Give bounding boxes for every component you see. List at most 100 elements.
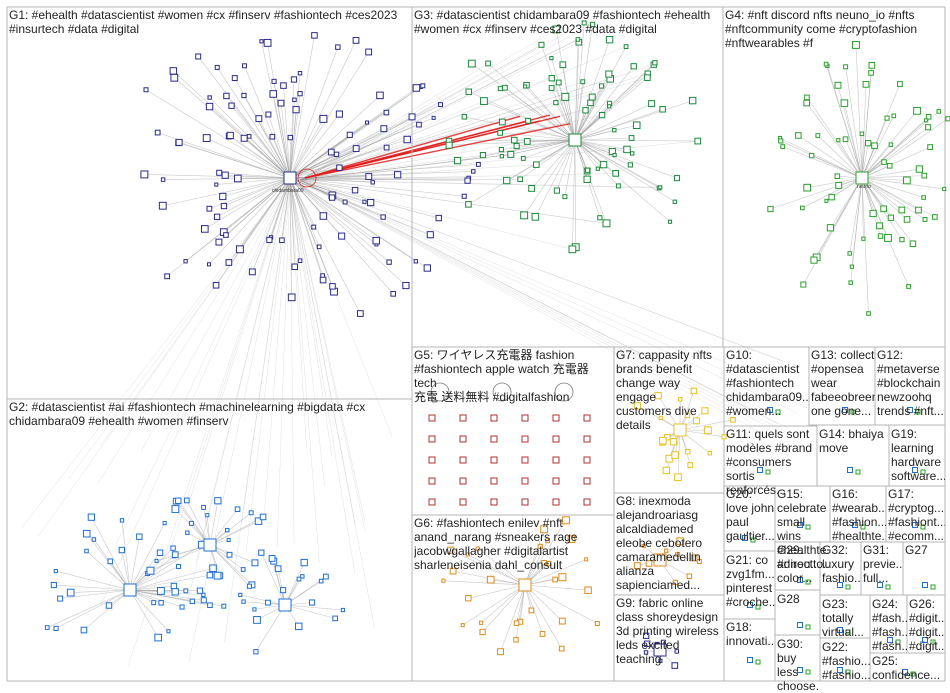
g4-node: [904, 217, 910, 223]
g2-node: [85, 549, 89, 553]
small-group-node: [798, 623, 803, 628]
g4-node: [835, 174, 840, 179]
g1-node: [288, 294, 295, 301]
g6-node: [476, 547, 479, 550]
g1-node: [436, 215, 441, 220]
g4-node: [933, 215, 938, 220]
g3-node: [462, 115, 466, 119]
g1-node: [298, 71, 301, 74]
g1-node: [424, 265, 430, 271]
g6-node: [538, 544, 542, 548]
g1-node: [298, 259, 302, 263]
g1-node: [229, 103, 234, 108]
small-group-node: [751, 538, 755, 542]
g2-node: [137, 534, 142, 539]
g1-node: [141, 171, 148, 178]
g4-node: [841, 100, 848, 107]
g6-spoke: [525, 585, 588, 590]
g2-node: [51, 582, 56, 587]
g7-hub: [674, 424, 686, 436]
g1-node: [347, 132, 352, 137]
g2-node: [242, 600, 245, 603]
g6-node: [487, 576, 494, 583]
g5-node: [491, 478, 497, 484]
g3-node: [660, 107, 665, 112]
g6-node: [442, 579, 445, 582]
g9-node: [644, 633, 649, 638]
g9-hub: [654, 644, 666, 656]
g2-node: [275, 566, 281, 572]
g2-node: [152, 601, 156, 605]
g6-node: [541, 526, 548, 533]
g1-spoke: [290, 178, 430, 235]
g2-node: [281, 588, 286, 593]
g1-node: [421, 84, 425, 88]
cross-edge: [264, 180, 290, 516]
g3-node: [624, 146, 630, 152]
g3-node: [673, 200, 676, 203]
g3-node: [549, 86, 554, 91]
g1-node: [215, 183, 218, 186]
cross-edge: [185, 180, 290, 516]
g4-node: [804, 100, 810, 106]
g2-node: [159, 601, 163, 605]
g6-node: [563, 517, 570, 524]
g2-node: [172, 552, 178, 558]
small-group-node: [913, 523, 918, 528]
g2-node: [247, 584, 251, 588]
cross-edge: [300, 180, 659, 188]
g2-node: [119, 547, 124, 552]
g4-node: [850, 265, 853, 268]
g3-node: [524, 139, 530, 145]
g1-node: [353, 146, 359, 152]
g2-node: [301, 559, 307, 565]
g5-node: [584, 478, 590, 484]
g1-node: [404, 136, 410, 142]
g5-node: [522, 415, 528, 421]
g1-node: [221, 203, 226, 208]
g5-node: [553, 499, 559, 505]
g1-node: [208, 96, 211, 99]
g4-node: [885, 116, 889, 120]
g2-node: [67, 589, 74, 596]
g1-node: [363, 200, 366, 203]
g2-node: [269, 556, 275, 562]
g1-node: [373, 237, 379, 243]
g1-node: [352, 187, 357, 192]
g2-node: [155, 634, 162, 641]
g5-node: [522, 478, 528, 484]
g1-node: [196, 54, 201, 59]
g3-node: [689, 97, 695, 103]
small-group-node: [843, 408, 848, 413]
g4-node: [887, 163, 892, 168]
g5-node: [522, 499, 528, 505]
small-group-node: [766, 470, 770, 474]
cross-edge: [128, 180, 290, 666]
g4-node: [827, 225, 833, 231]
g6-node: [529, 608, 534, 613]
g3-node: [590, 22, 594, 26]
g3-node: [499, 119, 505, 125]
g3-node: [603, 220, 610, 227]
g1-spoke: [173, 71, 290, 178]
g7-node: [731, 418, 736, 423]
g7-node: [670, 439, 676, 445]
g3-node: [481, 98, 488, 105]
g8-node: [634, 563, 640, 569]
g4-node: [848, 252, 851, 255]
g3-node: [613, 153, 616, 156]
g1-node: [336, 111, 342, 117]
g3-node: [598, 216, 602, 220]
small-group-node: [931, 640, 935, 644]
small-group-node: [923, 638, 928, 643]
g5-node: [460, 436, 466, 442]
g7-node: [685, 413, 689, 417]
small-group-node: [758, 468, 763, 473]
g3-node: [599, 113, 604, 118]
g3-node: [534, 162, 540, 168]
g1-node: [224, 233, 229, 238]
g1-node: [216, 239, 222, 245]
small-group-node: [743, 536, 748, 541]
g2-node: [120, 519, 123, 522]
g2-node: [184, 498, 189, 503]
